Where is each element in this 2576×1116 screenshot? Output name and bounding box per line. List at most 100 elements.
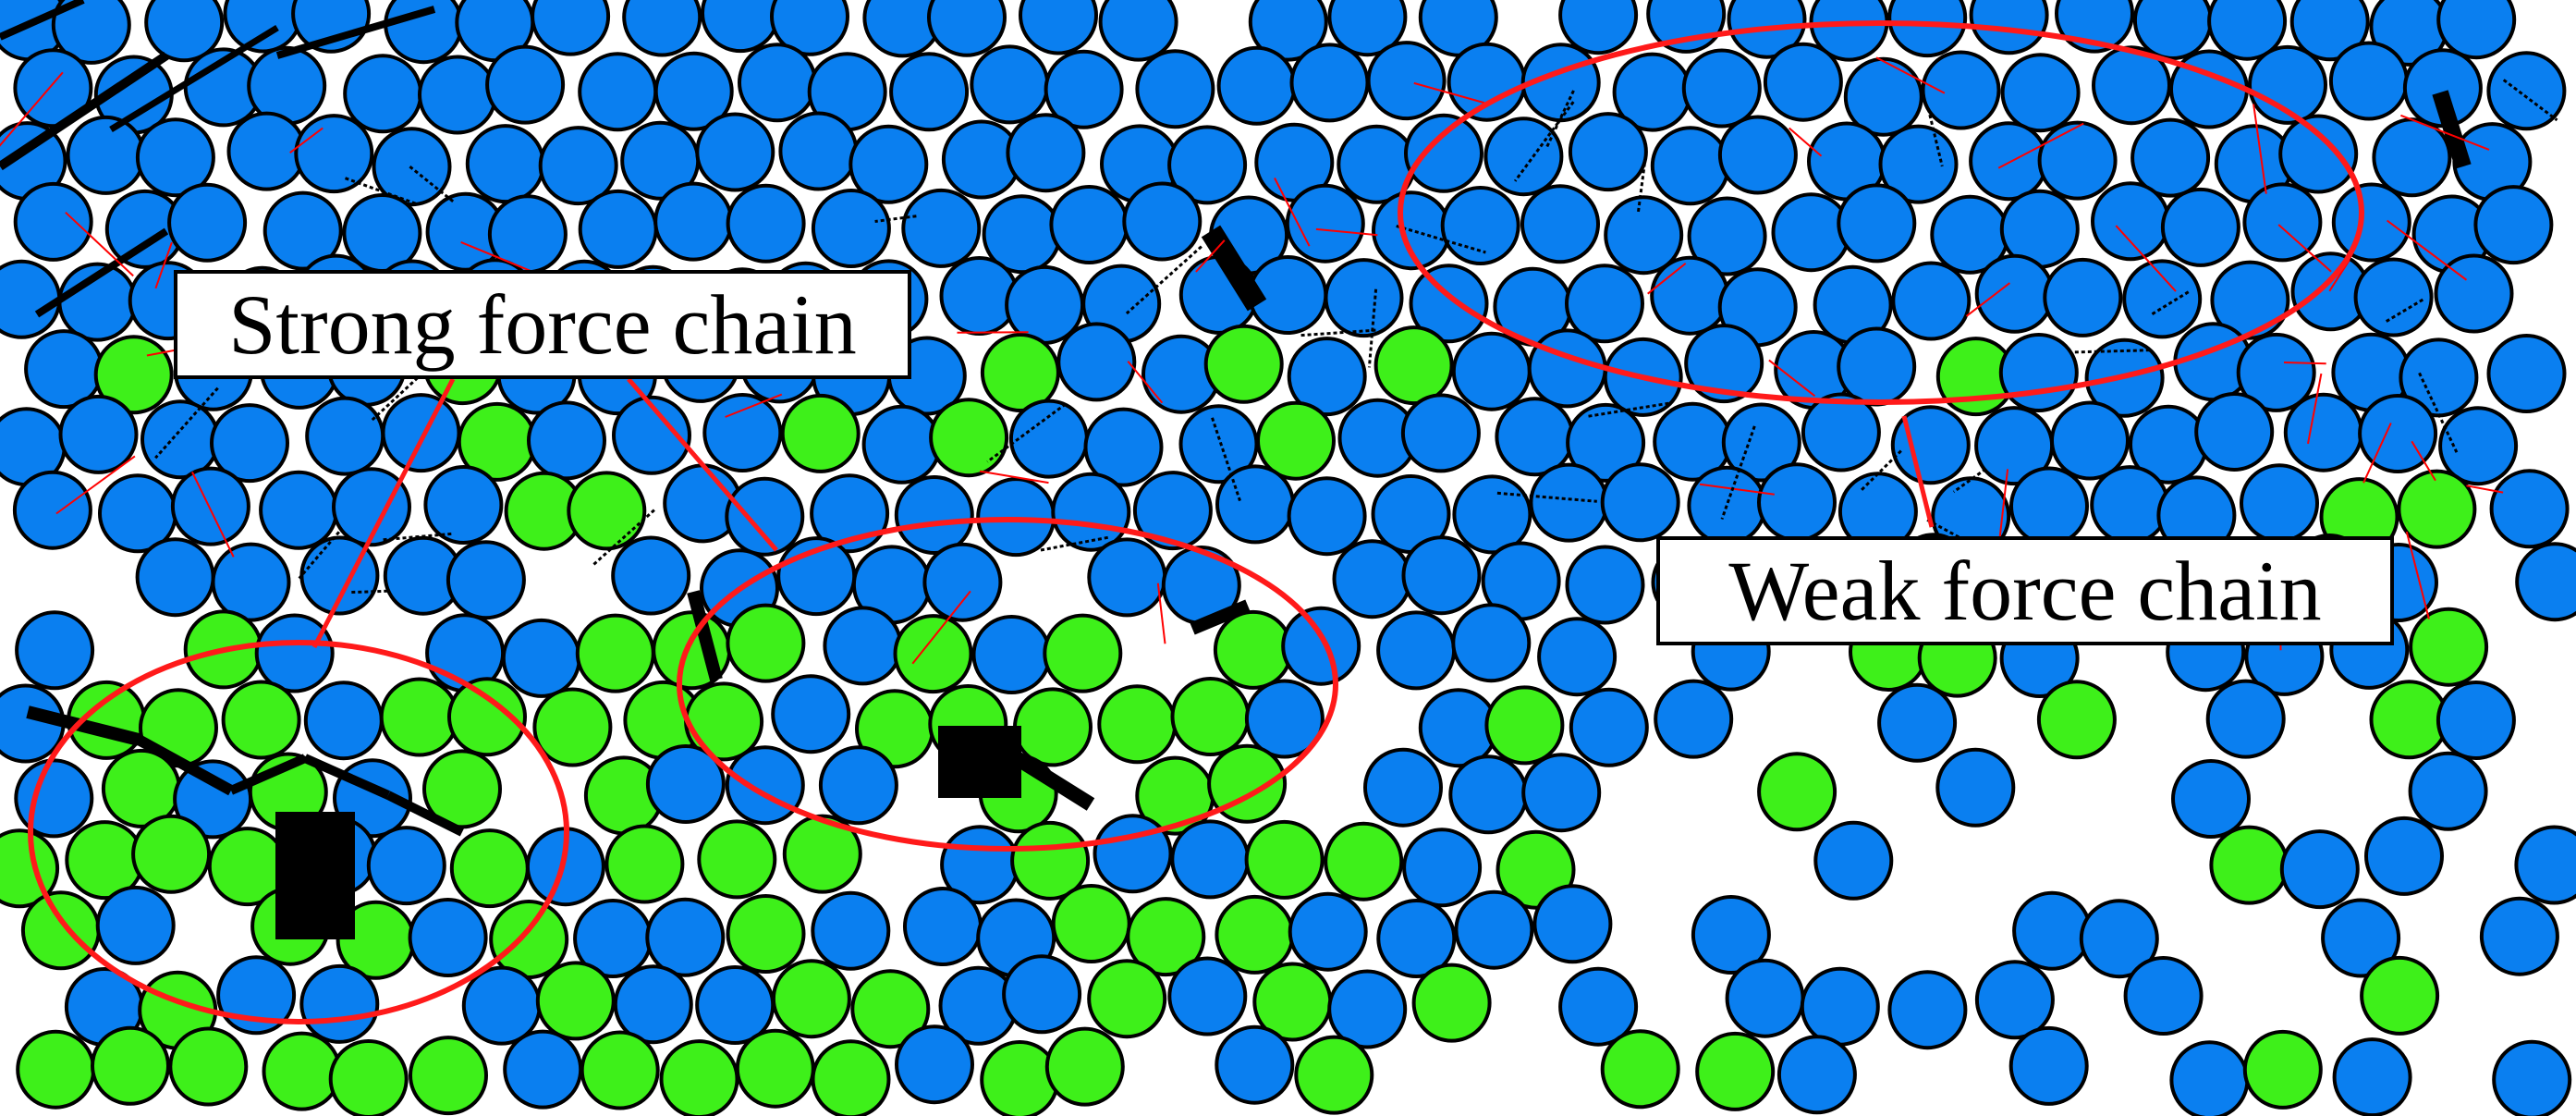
blue-particle <box>1837 183 1917 264</box>
blue-particle <box>1332 539 1412 619</box>
blue-particle <box>2210 260 2290 340</box>
highlight-ellipse <box>677 517 1338 852</box>
strong-chain-segment <box>26 705 140 746</box>
weak-chain-segment <box>725 393 783 418</box>
blue-particle <box>538 126 618 206</box>
blue-particle <box>1132 471 1213 551</box>
blue-particle <box>1363 747 1443 828</box>
blue-particle <box>95 885 176 965</box>
blue-particle <box>645 897 726 977</box>
weak-chain-segment <box>1413 81 1484 104</box>
blue-particle <box>1654 679 1734 759</box>
blue-particle <box>2009 466 2089 546</box>
blue-particle <box>1650 255 1730 336</box>
blue-particle <box>1452 474 1532 555</box>
highlight-ellipse <box>1398 20 2364 405</box>
blue-particle <box>1887 970 1968 1050</box>
green-particle <box>20 890 101 971</box>
green-particle <box>422 749 502 829</box>
green-particle <box>1600 1029 1680 1110</box>
green-particle <box>726 603 806 683</box>
label-leader-line <box>627 377 778 552</box>
blue-particle <box>1495 397 1575 477</box>
blue-particle <box>2436 0 2517 60</box>
weak-chain-segment <box>1156 583 1166 644</box>
blue-particle <box>140 399 220 480</box>
blue-particle <box>2008 1025 2089 1106</box>
highlight-layer <box>28 20 2364 1024</box>
blue-particle <box>2364 816 2444 896</box>
blue-particle <box>259 470 339 550</box>
blue-particle <box>889 52 970 132</box>
strong-chain-segment <box>136 734 234 796</box>
blue-particle <box>1566 402 1646 483</box>
weak-chain-segment <box>979 470 1049 484</box>
blue-particle <box>2353 257 2434 337</box>
weak-chain-segment <box>592 509 655 567</box>
blue-particle <box>418 55 497 135</box>
green-particle <box>1256 400 1336 481</box>
blue-particle <box>653 51 734 131</box>
blue-particle <box>1019 0 1098 55</box>
blue-particle <box>1837 326 1917 407</box>
green-particle <box>532 687 613 767</box>
weak-chain-segment <box>2283 362 2326 365</box>
blue-particle <box>1324 258 1404 338</box>
green-particle <box>2036 680 2117 760</box>
blue-particle <box>1440 186 1520 265</box>
blue-particle <box>66 115 146 195</box>
blue-particle <box>1691 895 1771 975</box>
weak-chain-segment <box>2418 372 2459 453</box>
blue-particle <box>695 112 775 192</box>
green-particle <box>735 1028 815 1109</box>
green-particle <box>580 1030 660 1110</box>
blue-particle <box>2278 114 2359 194</box>
blue-particle <box>1327 969 1408 1049</box>
blue-particle <box>1725 958 1805 1038</box>
green-particle <box>535 961 616 1041</box>
weak-chain-segment <box>986 402 1067 463</box>
blue-particle <box>2332 1037 2412 1116</box>
weak-chain-segment <box>2466 484 2504 494</box>
green-particle <box>1043 613 1123 693</box>
blue-particle <box>578 189 658 269</box>
green-particle <box>929 398 1009 478</box>
blue-particle <box>2492 1039 2572 1116</box>
weak-chain-segment <box>2115 225 2177 292</box>
blue-particle <box>1216 45 1297 126</box>
blue-particle <box>971 615 1052 694</box>
blue-particle <box>927 0 1007 57</box>
blue-particle <box>1532 884 1613 964</box>
weak-chain-segment <box>2405 531 2430 619</box>
weak-chain-segment <box>0 71 64 147</box>
blue-particle <box>299 963 380 1044</box>
green-particle <box>168 1026 249 1107</box>
blue-particle <box>1935 747 2016 828</box>
blue-particle <box>1056 322 1137 402</box>
blue-particle <box>2473 185 2554 265</box>
green-particle <box>1215 894 1295 975</box>
blue-particle <box>2489 469 2570 549</box>
green-particle <box>91 1025 170 1106</box>
blue-particle <box>1122 181 1203 262</box>
strong-chain-segment <box>1190 599 1251 635</box>
green-particle <box>2209 825 2289 905</box>
blue-particle <box>1451 331 1532 411</box>
blue-particle <box>254 613 335 693</box>
weak-chain-segment <box>1768 359 1816 398</box>
blue-particle <box>2515 542 2576 622</box>
blue-particle <box>12 470 92 550</box>
weak-chain-segment <box>1926 107 1944 167</box>
blue-particle <box>167 182 248 263</box>
strong-chain-segment <box>385 791 465 837</box>
blue-particle <box>1215 464 1295 545</box>
green-particle <box>1097 684 1178 765</box>
blue-particle <box>2123 956 2204 1036</box>
blue-particle <box>1565 545 1645 625</box>
blue-particle <box>1521 753 1602 833</box>
blue-particle <box>1083 407 1164 487</box>
weak-chain-segment <box>1127 361 1164 404</box>
weak-chain-segment <box>154 241 173 289</box>
blue-particle <box>291 0 372 54</box>
green-particle <box>379 677 459 757</box>
